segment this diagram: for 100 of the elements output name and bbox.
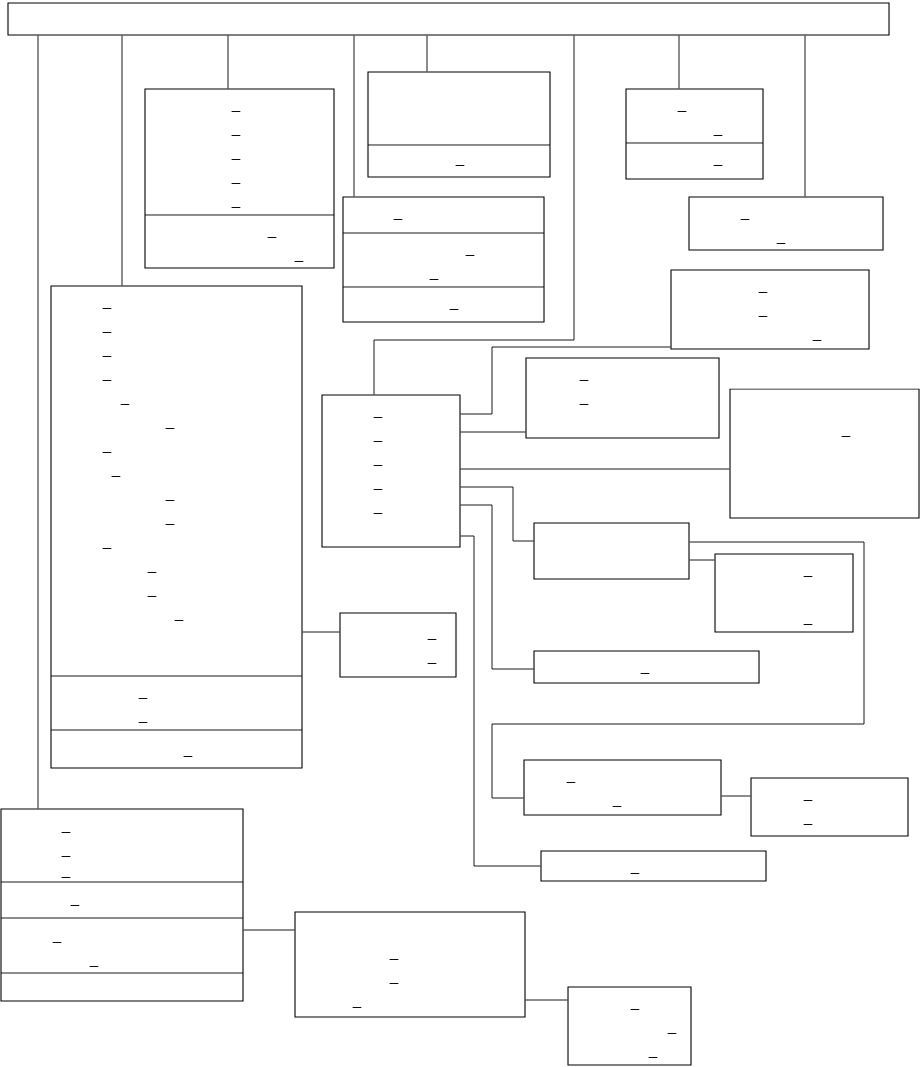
field-text: _ (373, 441, 383, 442)
field-text: _ (231, 207, 241, 208)
field-text: _ (147, 572, 157, 573)
field-text: _ (389, 959, 399, 960)
field-text: _ (231, 111, 241, 112)
class-box (321, 394, 461, 548)
connector-line (491, 541, 865, 799)
field-text: _ (841, 436, 851, 437)
connector-line (302, 631, 340, 633)
field-text: _ (373, 513, 383, 514)
field-text: _ (803, 624, 813, 625)
class-box (540, 850, 767, 882)
field-text: _ (102, 548, 112, 549)
field-text: _ (713, 135, 723, 136)
field-text: _ (267, 237, 277, 238)
field-text: _ (138, 698, 148, 699)
class-box (625, 88, 764, 180)
field-text: _ (579, 380, 589, 381)
field-text: _ (803, 800, 813, 801)
field-text: _ (803, 824, 813, 825)
connector-line (460, 535, 541, 867)
class-box (0, 808, 244, 1002)
field-text: _ (183, 756, 193, 757)
field-text: _ (61, 877, 71, 878)
class-box (729, 388, 920, 519)
connector-line (373, 35, 575, 395)
field-text: _ (165, 500, 175, 501)
field-text: _ (812, 340, 822, 341)
field-text: _ (640, 673, 650, 674)
field-text: _ (427, 663, 437, 664)
field-text: _ (713, 165, 723, 166)
connector-line (525, 999, 568, 1001)
field-text: _ (667, 1033, 677, 1034)
connector-line (460, 431, 526, 433)
class-box (670, 269, 870, 350)
class-box (714, 553, 854, 633)
class-box (367, 71, 551, 178)
field-text: _ (111, 476, 121, 477)
connector-line (227, 35, 229, 89)
field-text: _ (102, 452, 112, 453)
field-text: _ (566, 782, 576, 783)
field-text: _ (102, 356, 112, 357)
connector-line (37, 35, 39, 809)
field-text: _ (427, 639, 437, 640)
class-box (688, 196, 884, 251)
field-text: _ (52, 942, 62, 943)
field-text: _ (455, 165, 465, 166)
field-text: _ (138, 722, 148, 723)
class-box (525, 357, 720, 439)
connector-line (678, 35, 680, 89)
field-text: _ (165, 524, 175, 525)
class-box (144, 88, 335, 269)
connector-line (721, 795, 751, 797)
field-text: _ (352, 1007, 362, 1008)
class-box (533, 650, 760, 684)
field-text: _ (373, 465, 383, 466)
field-text: _ (231, 135, 241, 136)
field-text: _ (373, 489, 383, 490)
field-text: _ (677, 111, 687, 112)
connector-line (804, 35, 806, 197)
connector-line (353, 35, 355, 197)
field-text: _ (231, 183, 241, 184)
connector-line (460, 468, 730, 470)
class-box (567, 986, 692, 1066)
class-box (50, 285, 303, 769)
field-text: _ (102, 308, 112, 309)
field-text: _ (102, 332, 112, 333)
connector-line (460, 346, 671, 415)
field-text: _ (165, 428, 175, 429)
class-box (523, 759, 722, 816)
connector-line (121, 35, 123, 286)
field-text: _ (758, 292, 768, 293)
connector-line (460, 486, 534, 542)
class-box (533, 522, 690, 580)
field-text: _ (449, 309, 459, 310)
field-text: _ (120, 404, 130, 405)
field-text: _ (758, 316, 768, 317)
field-text: _ (630, 1009, 640, 1010)
field-text: _ (89, 966, 99, 967)
field-text: _ (612, 806, 622, 807)
class-box (339, 612, 457, 678)
class-box (7, 2, 890, 36)
field-text: _ (294, 261, 304, 262)
field-text: _ (776, 243, 786, 244)
field-text: _ (630, 873, 640, 874)
field-text: _ (61, 832, 71, 833)
field-text: _ (231, 159, 241, 160)
class-box (750, 777, 909, 837)
field-text: _ (174, 620, 184, 621)
field-text: _ (648, 1057, 658, 1058)
field-text: _ (102, 380, 112, 381)
connector-line (243, 929, 295, 931)
class-box (294, 911, 526, 1018)
field-text: _ (429, 279, 439, 280)
connector-line (689, 559, 715, 561)
connector-line (460, 504, 534, 670)
class-box (342, 196, 545, 323)
field-text: _ (803, 576, 813, 577)
field-text: _ (389, 983, 399, 984)
field-text: _ (61, 856, 71, 857)
